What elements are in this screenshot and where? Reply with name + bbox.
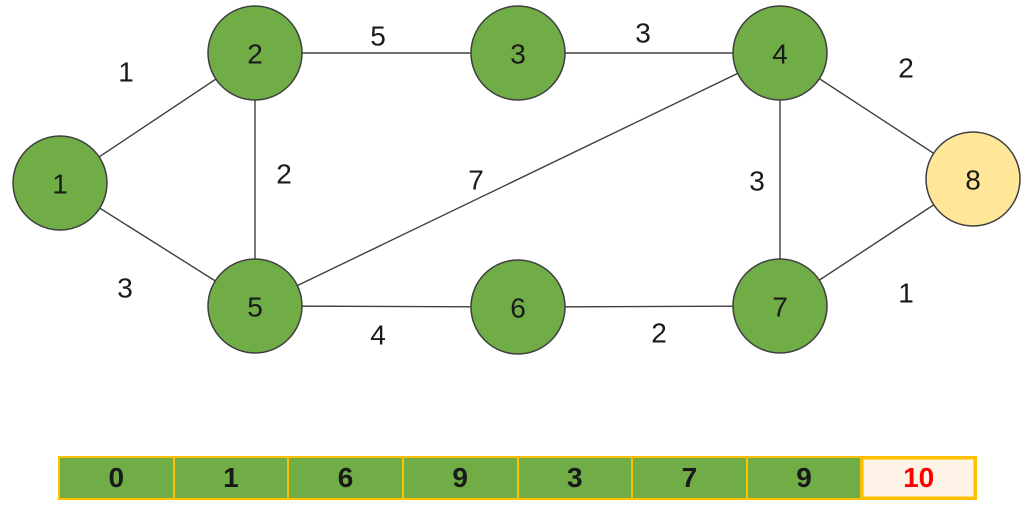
node-circle-2 (207, 5, 303, 101)
distance-cell-7: 9 (747, 458, 863, 498)
weighted-graph-diagram: 1 2 3 4 5 6 7 8 1 5 3 2 2 7 3 3 4 2 1 (12, 5, 1021, 355)
graph-node-8: 8 (925, 131, 1021, 227)
node-circle-4 (732, 5, 828, 101)
node-label-1: 1 (52, 169, 68, 200)
distance-cell-1: 0 (60, 458, 175, 498)
node-circle-1 (12, 135, 108, 231)
edge-weight-5-6: 4 (370, 320, 386, 351)
edge-weight-4-8: 2 (898, 53, 914, 84)
node-circle-7 (732, 258, 828, 354)
distance-cell-6: 7 (633, 458, 748, 498)
node-label-7: 7 (772, 292, 788, 323)
edge-weight-1-5: 3 (117, 273, 133, 304)
graph-node-7: 7 (732, 258, 828, 354)
graph-node-6: 6 (470, 259, 566, 355)
graph-node-5: 5 (207, 258, 303, 354)
node-circle-3 (470, 5, 566, 101)
node-label-3: 3 (510, 39, 526, 70)
node-circle-5 (207, 258, 303, 354)
distance-cell-3: 6 (289, 458, 404, 498)
graph-node-3: 3 (470, 5, 566, 101)
node-circle-8 (925, 131, 1021, 227)
node-label-2: 2 (247, 39, 263, 70)
node-circle-6 (470, 259, 566, 355)
distance-cell-4: 9 (403, 458, 519, 498)
distance-cell-2: 1 (174, 458, 290, 498)
edge-weight-2-5: 2 (276, 159, 292, 190)
edge-weight-5-4: 7 (468, 165, 484, 196)
edge-weight-1-2: 1 (118, 57, 134, 88)
graph-node-4: 4 (732, 5, 828, 101)
node-label-4: 4 (772, 39, 788, 70)
edge-weight-4-7: 3 (749, 166, 765, 197)
edge-weight-7-8: 1 (898, 278, 914, 309)
node-label-6: 6 (510, 293, 526, 324)
graph-node-1: 1 (12, 135, 108, 231)
distance-cell-5: 3 (518, 458, 634, 498)
edge-5-4 (254, 52, 781, 307)
edge-weight-6-7: 2 (651, 318, 667, 349)
edge-weight-3-4: 3 (635, 18, 651, 49)
node-label-8: 8 (965, 165, 981, 196)
graph-node-2: 2 (207, 5, 303, 101)
edge-weight-2-3: 5 (370, 21, 386, 52)
node-label-5: 5 (247, 292, 263, 323)
distance-cell-8: 10 (862, 458, 975, 498)
